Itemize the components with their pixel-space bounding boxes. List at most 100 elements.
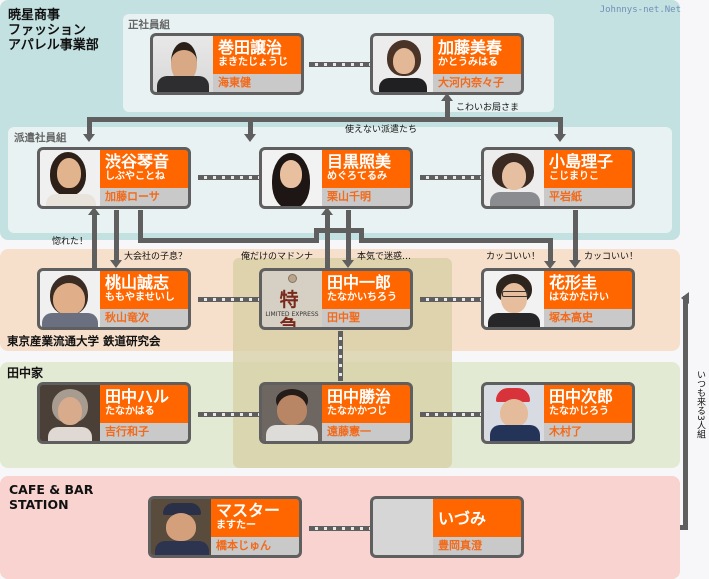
character-name: 田中一郎	[327, 273, 392, 292]
link-ichiro-hanagata	[420, 297, 483, 302]
bracket-mid-leg	[248, 117, 253, 135]
actor-name: 吉行和子	[105, 425, 149, 438]
character-name: 加藤美春	[438, 38, 503, 57]
character-kana: しぶやことね	[105, 171, 165, 182]
line-kojima-to-hanagata	[573, 210, 578, 262]
character-kana: まきたじょうじ	[218, 57, 288, 68]
portrait-haru	[40, 385, 100, 441]
link-ichiro-katsuji	[338, 331, 343, 381]
character-kana: こじまりこ	[549, 171, 599, 182]
character-name: 田中ハル	[105, 387, 170, 406]
actor-name: 田中聖	[327, 311, 360, 324]
arrow-to-univ	[681, 292, 689, 304]
actor-name: 豊岡真澄	[438, 539, 482, 552]
link-momoyama-ichiro	[198, 297, 261, 302]
relation-itsumo: いつも来る3人組	[695, 370, 705, 439]
character-card-makita[interactable]: 巻田譲治まきたじょうじ 海東健	[150, 33, 304, 95]
character-name: マスター	[216, 501, 281, 520]
portrait-katsuji	[262, 385, 322, 441]
relation-kakkoii-1: カッコいい！	[486, 252, 541, 262]
line-meguro-to-ichiro	[346, 210, 351, 262]
portrait-placeholder-izumi	[373, 499, 433, 555]
bracket-left-leg	[87, 117, 92, 135]
character-card-meguro[interactable]: 目黒照美めぐろてるみ 栗山千明	[259, 147, 413, 209]
express-sign-subtext: LIMITED EXPRESS	[265, 311, 319, 318]
relation-horeta: 惚れた！	[52, 237, 89, 247]
link-meguro-kojima	[420, 175, 483, 180]
character-kana: めぐろてるみ	[327, 171, 387, 182]
character-name: いづみ	[438, 509, 487, 528]
line-to-hanagata-across	[359, 238, 552, 243]
character-kana: ももやませいし	[105, 292, 175, 303]
portrait-makita	[153, 36, 213, 92]
arrow-to-shibuya-up	[88, 207, 100, 215]
arrow-to-kato	[441, 93, 453, 101]
actor-name: 木村了	[549, 425, 582, 438]
character-name: 小島理子	[549, 152, 614, 171]
character-card-master[interactable]: マスターますたー 橋本じゅん	[148, 496, 302, 558]
arrow-to-hanagata-2	[569, 260, 581, 268]
bracket-temp-staff	[87, 117, 563, 122]
character-card-momoyama[interactable]: 桃山誠志ももやませいし 秋山竜次	[37, 268, 191, 330]
arrow-to-hanagata-1	[544, 261, 556, 269]
line-shibuya-down	[138, 210, 143, 243]
line-momoyama-to-shibuya	[92, 213, 97, 270]
portrait-ichiro-express-sign: 特 急 LIMITED EXPRESS	[262, 271, 322, 327]
portrait-hanagata	[484, 271, 544, 327]
actor-name: 秋山竜次	[105, 311, 149, 324]
character-kana: ますたー	[216, 520, 256, 531]
actor-name: 平岩紙	[549, 190, 582, 203]
portrait-kato	[373, 36, 433, 92]
actor-name: 塚本高史	[549, 311, 593, 324]
relation-oredake: 俺だけのマドンナ	[241, 252, 314, 262]
character-card-izumi[interactable]: いづみ 豊岡真澄	[370, 496, 524, 558]
character-card-hanagata[interactable]: 花形圭はなかたけい 塚本高史	[481, 268, 635, 330]
character-card-haru[interactable]: 田中ハルたなかはる 吉行和子	[37, 382, 191, 444]
line-shibuya-to-momoyama	[114, 210, 119, 262]
arrow-to-meguro	[244, 134, 256, 142]
relation-kakkoii-2: カッコいい！	[584, 252, 639, 262]
actor-name: 加藤ローサ	[105, 190, 160, 203]
line-to-kato	[445, 100, 450, 120]
character-card-ichiro[interactable]: 特 急 LIMITED EXPRESS 田中一郎たなかいちろう 田中聖	[259, 268, 413, 330]
actor-name: 大河内奈々子	[438, 76, 504, 89]
character-name: 田中勝治	[327, 387, 392, 406]
actor-name: 栗山千明	[327, 190, 371, 203]
character-card-kato[interactable]: 加藤美春かとうみはる 大河内奈々子	[370, 33, 524, 95]
character-name: 田中次郎	[549, 387, 614, 406]
arrow-to-meguro-up	[321, 207, 333, 215]
line-step-across	[314, 228, 364, 233]
character-kana: はなかたけい	[549, 292, 609, 303]
character-name: 桃山誠志	[105, 273, 170, 292]
relation-honki: 本気で迷惑…	[357, 252, 412, 262]
character-card-katsuji[interactable]: 田中勝治たなかかつじ 遠藤憲一	[259, 382, 413, 444]
line-step-down	[359, 228, 364, 243]
railway-club-label: 東京産業流通大学 鉄道研究会	[7, 334, 161, 348]
cafe-bar-label: CAFE & BAR STATION	[9, 482, 94, 512]
character-card-kojima[interactable]: 小島理子こじまりこ 平岩紙	[481, 147, 635, 209]
link-shibuya-meguro	[198, 175, 261, 180]
character-card-shibuya[interactable]: 渋谷琴音しぶやことね 加藤ローサ	[37, 147, 191, 209]
portrait-master	[151, 499, 211, 555]
character-kana: たなかいちろう	[327, 292, 397, 303]
relation-daigaisha: 大会社の子息？	[124, 252, 188, 262]
link-katsuji-jiro	[420, 412, 483, 417]
character-card-jiro[interactable]: 田中次郎たなかじろう 木村了	[481, 382, 635, 444]
arrow-to-momoyama	[110, 260, 122, 268]
portrait-kojima	[484, 150, 544, 206]
express-sign-text: 特 急	[279, 289, 305, 327]
regular-staff-label: 正社員組	[128, 19, 170, 31]
line-regulars	[683, 296, 688, 530]
tanaka-family-label: 田中家	[7, 366, 44, 380]
character-name: 巻田譲治	[218, 38, 283, 57]
character-kana: たなかはる	[105, 406, 155, 417]
character-name: 花形圭	[549, 273, 598, 292]
arrow-to-ichiro	[342, 260, 354, 268]
line-regulars-bottom	[680, 525, 688, 530]
character-kana: たなかかつじ	[327, 406, 387, 417]
relation-tsukaenai: 使えない派遣たち	[345, 125, 418, 135]
portrait-jiro	[484, 385, 544, 441]
company-label: 暁星商事 ファッション アパレル事業部	[8, 8, 99, 53]
line-to-hanagata-down	[548, 238, 553, 263]
link-makita-kato	[309, 62, 371, 67]
